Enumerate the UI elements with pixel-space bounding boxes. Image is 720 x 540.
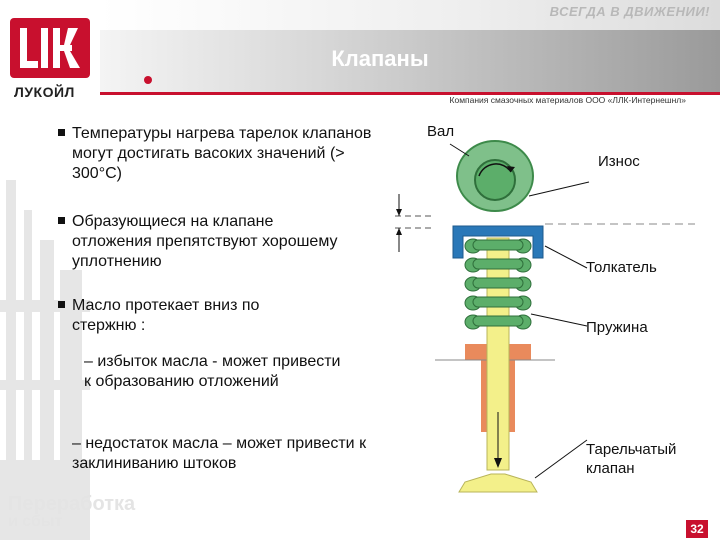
valve-head-icon: [458, 473, 538, 493]
header: ЛУКОЙЛ ВСЕГДА В ДВИЖЕНИИ! Клапаны Компан…: [0, 0, 720, 105]
header-top-strip: [100, 0, 720, 30]
bullet-square-icon: [58, 301, 65, 308]
bullet-text: Масло протекает вниз по стержню :: [72, 297, 260, 334]
logo-text: ЛУКОЙЛ: [14, 84, 75, 100]
header-red-dot: [144, 76, 152, 84]
factory-background-image: [0, 180, 90, 540]
bullet-square-icon: [58, 129, 65, 136]
label-shaft: Вал: [427, 123, 455, 140]
bullet-text: Температуры нагрева тарелок клапанов мог…: [72, 125, 372, 182]
tappet-icon: [452, 225, 544, 259]
sub-bullet-text: – избыток масла - может привести к образ…: [84, 353, 341, 390]
header-band: [100, 30, 720, 92]
watermark: Переработка и сбыт: [8, 493, 188, 530]
watermark-line-2: и сбыт: [8, 513, 63, 530]
bullet-square-icon: [58, 217, 65, 224]
label-tappet: Толкатель: [586, 259, 657, 276]
page-number: 32: [686, 520, 708, 538]
spring-icon: [464, 238, 532, 330]
valve-diagram: [395, 140, 695, 493]
valve-stem-icon: [486, 237, 510, 471]
label-spring: Пружина: [586, 319, 648, 336]
lukoil-logo-icon: [10, 18, 90, 78]
slogan: ВСЕГДА В ДВИЖЕНИИ!: [549, 4, 710, 19]
header-red-line: [100, 92, 720, 95]
company-subtitle: Компания смазочных материалов ООО «ЛЛК-И…: [449, 95, 686, 105]
sub-bullet-text: – недостаток масла – может привести к за…: [72, 435, 367, 472]
bullet-text: Образующиеся на клапане отложения препят…: [72, 213, 338, 270]
watermark-line-1: Переработка: [8, 493, 136, 515]
label-wear: Износ: [598, 153, 640, 170]
label-valve: Тарельчатый клапан: [586, 441, 677, 477]
page-title: Клапаны: [331, 46, 429, 71]
